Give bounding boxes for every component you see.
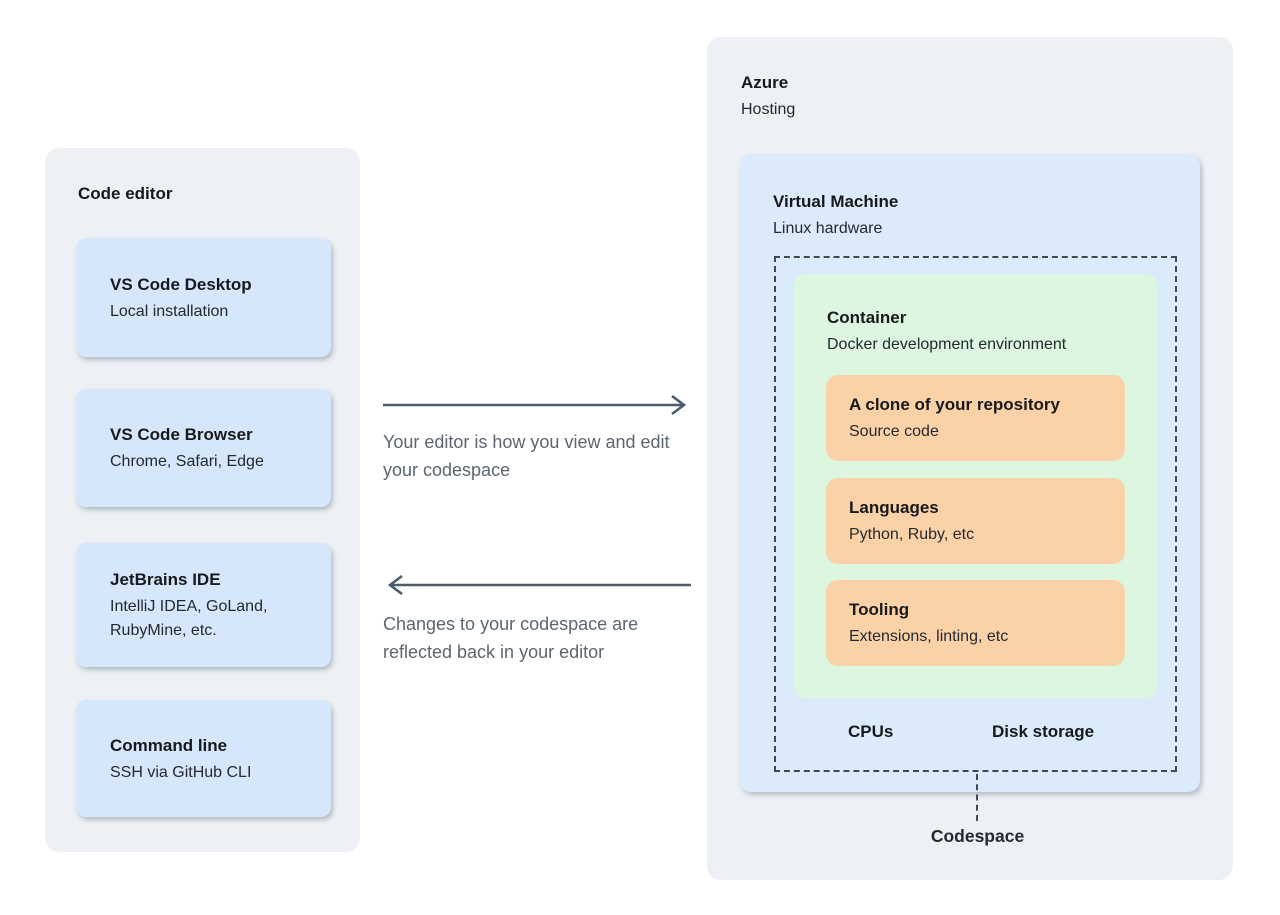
card-subtitle: Source code bbox=[849, 423, 939, 440]
virtual-machine-subtitle: Linux hardware bbox=[773, 220, 883, 237]
container-card-languages: Languages Python, Ruby, etc bbox=[826, 478, 1125, 564]
resource-label-disk-storage: Disk storage bbox=[992, 722, 1095, 741]
card-title: Languages bbox=[849, 498, 939, 517]
virtual-machine-title: Virtual Machine bbox=[773, 192, 899, 211]
codespace-dashed-boundary: Container Docker development environment… bbox=[774, 256, 1177, 772]
card-subtitle: Extensions, linting, etc bbox=[849, 628, 1009, 645]
card-title: Command line bbox=[110, 735, 228, 755]
container-subtitle: Docker development environment bbox=[827, 336, 1067, 353]
code-editor-panel: Code editor VS Code Desktop Local instal… bbox=[45, 148, 360, 852]
editor-card-vscode-desktop: VS Code Desktop Local installation bbox=[76, 238, 331, 357]
card-title: Tooling bbox=[849, 600, 910, 619]
container-card-tooling: Tooling Extensions, linting, etc bbox=[826, 580, 1125, 666]
card-subtitle: IntelliJ IDEA, GoLand, RubyMine, etc. bbox=[110, 598, 268, 639]
editor-card-command-line: Command line SSH via GitHub CLI bbox=[76, 700, 331, 817]
card-title: VS Code Browser bbox=[110, 425, 253, 444]
container-card-repository: A clone of your repository Source code bbox=[826, 375, 1125, 461]
container-title: Container bbox=[827, 308, 907, 327]
arrow-left-icon bbox=[387, 574, 691, 596]
card-subtitle: Python, Ruby, etc bbox=[849, 526, 975, 543]
resource-label-cpus: CPUs bbox=[848, 722, 894, 741]
card-title: JetBrains IDE bbox=[110, 570, 221, 589]
card-subtitle: Chrome, Safari, Edge bbox=[110, 453, 264, 470]
arrow-right-icon bbox=[383, 394, 687, 416]
code-editor-panel-title: Code editor bbox=[78, 184, 173, 203]
card-subtitle: Local installation bbox=[110, 302, 229, 320]
card-subtitle: SSH via GitHub CLI bbox=[110, 763, 252, 781]
flow-text-to-codespace: Your editor is how you view and edit you… bbox=[383, 432, 670, 480]
container-box: Container Docker development environment… bbox=[794, 274, 1157, 698]
codespace-connector-line bbox=[976, 774, 978, 821]
editor-card-vscode-browser: VS Code Browser Chrome, Safari, Edge bbox=[76, 389, 331, 507]
azure-panel-subtitle: Hosting bbox=[741, 101, 796, 118]
azure-panel: Azure Hosting Virtual Machine Linux hard… bbox=[707, 37, 1233, 880]
azure-panel-title: Azure bbox=[741, 73, 789, 92]
card-title: A clone of your repository bbox=[849, 395, 1060, 414]
flow-text-from-codespace: Changes to your codespace are reflected … bbox=[383, 614, 639, 662]
codespace-label: Codespace bbox=[930, 826, 1025, 846]
editor-card-jetbrains-ide: JetBrains IDE IntelliJ IDEA, GoLand, Rub… bbox=[76, 543, 331, 667]
virtual-machine-box: Virtual Machine Linux hardware Container… bbox=[740, 154, 1200, 792]
card-title: VS Code Desktop bbox=[110, 274, 252, 294]
